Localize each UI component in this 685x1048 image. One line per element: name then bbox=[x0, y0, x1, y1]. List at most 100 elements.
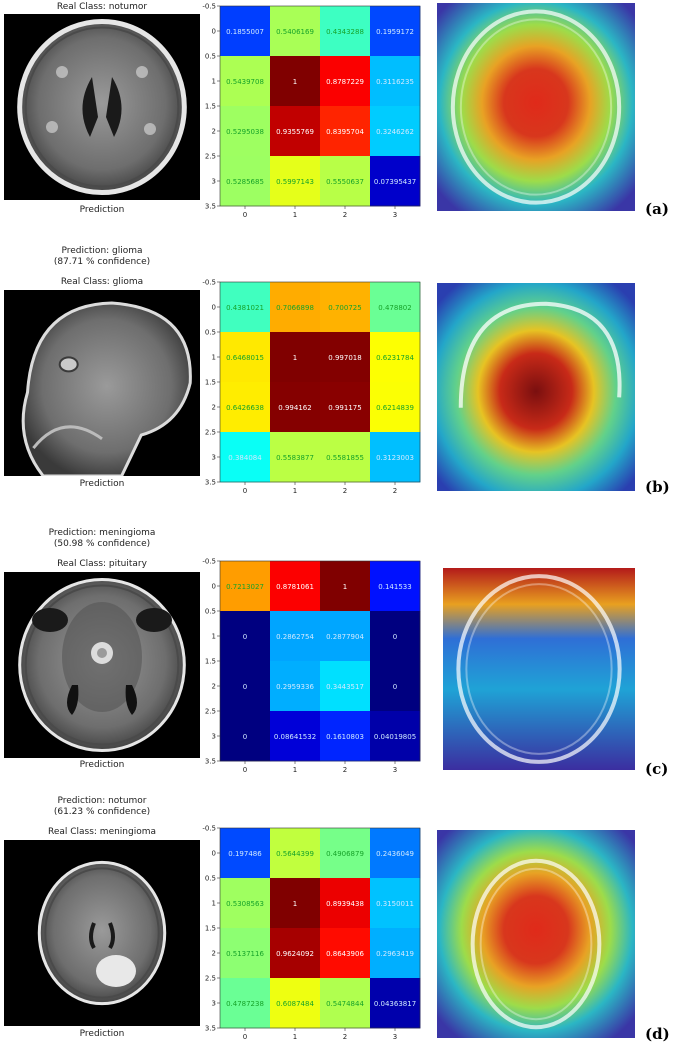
heatmap-cell bbox=[220, 432, 271, 483]
gradcam-drawing bbox=[437, 283, 635, 491]
real-class-caption: Real Class: pituitary bbox=[57, 559, 147, 569]
heatmap-cell bbox=[320, 611, 371, 662]
heatmap-cell-value: 0.5644399 bbox=[276, 850, 314, 858]
heatmap-cell-value: 0.9624092 bbox=[276, 950, 314, 958]
heatmap-cell bbox=[370, 711, 421, 762]
heatmap-cell-value: 0.5474844 bbox=[326, 1000, 364, 1008]
heatmap-cell bbox=[320, 928, 371, 979]
gradcam-drawing bbox=[437, 830, 635, 1038]
heatmap-cell bbox=[320, 382, 371, 433]
confidence-text: (61.23 % confidence) bbox=[53, 807, 151, 817]
heatmap-y-tick-label: 3.5 bbox=[205, 479, 216, 487]
heatmap-y-tick-label: 3 bbox=[212, 454, 216, 462]
heatmap-x-tick-label: 1 bbox=[293, 766, 297, 774]
heatmap-cell bbox=[220, 611, 271, 662]
heatmap-cell bbox=[370, 561, 421, 612]
prediction-caption: Prediction bbox=[79, 479, 125, 489]
heatmap-cell-value: 0.6468015 bbox=[226, 354, 264, 362]
heatmap-cell-value: 0.2877904 bbox=[326, 633, 364, 641]
heatmap-cell bbox=[370, 432, 421, 483]
heatmap-y-tick-label: 1.5 bbox=[205, 379, 216, 387]
gradcam-drawing bbox=[443, 568, 635, 770]
heatmap-cell-value: 0.1959172 bbox=[376, 28, 414, 36]
heatmap-cell-value: 0.3150011 bbox=[376, 900, 414, 908]
heatmap-x-tick-label: 2 bbox=[343, 766, 347, 774]
heatmap-y-tick-label: 0 bbox=[212, 583, 216, 591]
heatmap-x-tick-label: 1 bbox=[293, 487, 297, 495]
heatmap-y-tick-label: 1.5 bbox=[205, 925, 216, 933]
heatmap-cell bbox=[370, 106, 421, 157]
heatmap-cell bbox=[220, 661, 271, 712]
heatmap-cell bbox=[270, 106, 321, 157]
heatmap-y-tick-label: -0.5 bbox=[202, 558, 216, 566]
heatmap-cell bbox=[270, 978, 321, 1029]
heatmap-cell-value: 0 bbox=[243, 733, 247, 741]
heatmap-cell bbox=[270, 611, 321, 662]
heatmap-cell bbox=[370, 828, 421, 879]
panel-label: (b) bbox=[645, 478, 670, 496]
heatmap-cell bbox=[220, 828, 271, 879]
mri-scan-drawing bbox=[37, 860, 167, 1006]
heatmap-cell bbox=[270, 56, 321, 107]
heatmap-cell bbox=[220, 156, 271, 207]
heatmap-cell-value: 0.8781061 bbox=[276, 583, 314, 591]
heatmap-y-tick-label: 0.5 bbox=[205, 608, 216, 616]
heatmap-y-tick-label: -0.5 bbox=[202, 3, 216, 11]
heatmap-x-tick-label: 2 bbox=[343, 1033, 347, 1041]
heatmap-cell bbox=[370, 978, 421, 1029]
heatmap-cell bbox=[220, 106, 271, 157]
heatmap-cell-value: 0.9355769 bbox=[276, 128, 314, 136]
heatmap-x-tick-label: 0 bbox=[243, 766, 247, 774]
heatmap-x-tick-label: 0 bbox=[243, 211, 247, 219]
heatmap-cell-value: 0.384084 bbox=[228, 454, 262, 462]
heatmap-cell-value: 0.5295038 bbox=[226, 128, 264, 136]
heatmap-y-tick-label: 0 bbox=[212, 28, 216, 36]
heatmap-cell bbox=[270, 282, 321, 333]
gradcam-overlay-image bbox=[437, 830, 635, 1038]
heatmap-cell-value: 0.8395704 bbox=[326, 128, 364, 136]
heatmap-x-tick-label: 3 bbox=[393, 211, 397, 219]
heatmap-cell bbox=[270, 156, 321, 207]
real-class-caption: Real Class: meningioma bbox=[47, 827, 157, 837]
heatmap-cell bbox=[320, 878, 371, 929]
heatmap-y-tick-label: -0.5 bbox=[202, 825, 216, 833]
mri-scan-image bbox=[4, 290, 200, 476]
heatmap-cell bbox=[270, 332, 321, 383]
mri-scan-image bbox=[4, 14, 200, 200]
heatmap-x-tick-label: 2 bbox=[343, 487, 347, 495]
heatmap-cell-value: 0.3443517 bbox=[326, 683, 364, 691]
heatmap-x-tick-label: 2 bbox=[343, 211, 347, 219]
heatmap-cell-value: 0.478802 bbox=[378, 304, 411, 312]
heatmap-cell bbox=[220, 878, 271, 929]
heatmap-y-tick-label: 3.5 bbox=[205, 203, 216, 211]
real-class-caption: Real Class: glioma bbox=[60, 277, 144, 287]
heatmap-cell bbox=[320, 828, 371, 879]
heatmap-cell-value: 0.700725 bbox=[328, 304, 361, 312]
heatmap-cell bbox=[220, 382, 271, 433]
heatmap-cell bbox=[270, 432, 321, 483]
heatmap-cell-value: 0.141533 bbox=[378, 583, 411, 591]
heatmap-cell-value: 0.8643906 bbox=[326, 950, 364, 958]
confidence-text: (50.98 % confidence) bbox=[53, 539, 151, 549]
heatmap-cell-value: 0.4906879 bbox=[326, 850, 364, 858]
heatmap-cell bbox=[220, 6, 271, 57]
heatmap-cell-value: 0.4787238 bbox=[226, 1000, 264, 1008]
heatmap-cell bbox=[320, 561, 371, 612]
heatmap-y-tick-label: 2.5 bbox=[205, 429, 216, 437]
heatmap-cell bbox=[270, 661, 321, 712]
heatmap-y-tick-label: 1 bbox=[212, 78, 216, 86]
heatmap-cell bbox=[220, 711, 271, 762]
heatmap-cell bbox=[370, 156, 421, 207]
heatmap-y-tick-label: 0.5 bbox=[205, 53, 216, 61]
heatmap-cell-value: 0.5439708 bbox=[226, 78, 264, 86]
prediction-title: Prediction: glioma bbox=[61, 246, 143, 256]
heatmap-cell-value: 0 bbox=[393, 683, 397, 691]
heatmap-cell-value: 0.5308563 bbox=[226, 900, 264, 908]
heatmap-cell-value: 0.2436049 bbox=[376, 850, 414, 858]
heatmap-cell bbox=[370, 56, 421, 107]
heatmap-cell-value: 0.5997143 bbox=[276, 178, 314, 186]
